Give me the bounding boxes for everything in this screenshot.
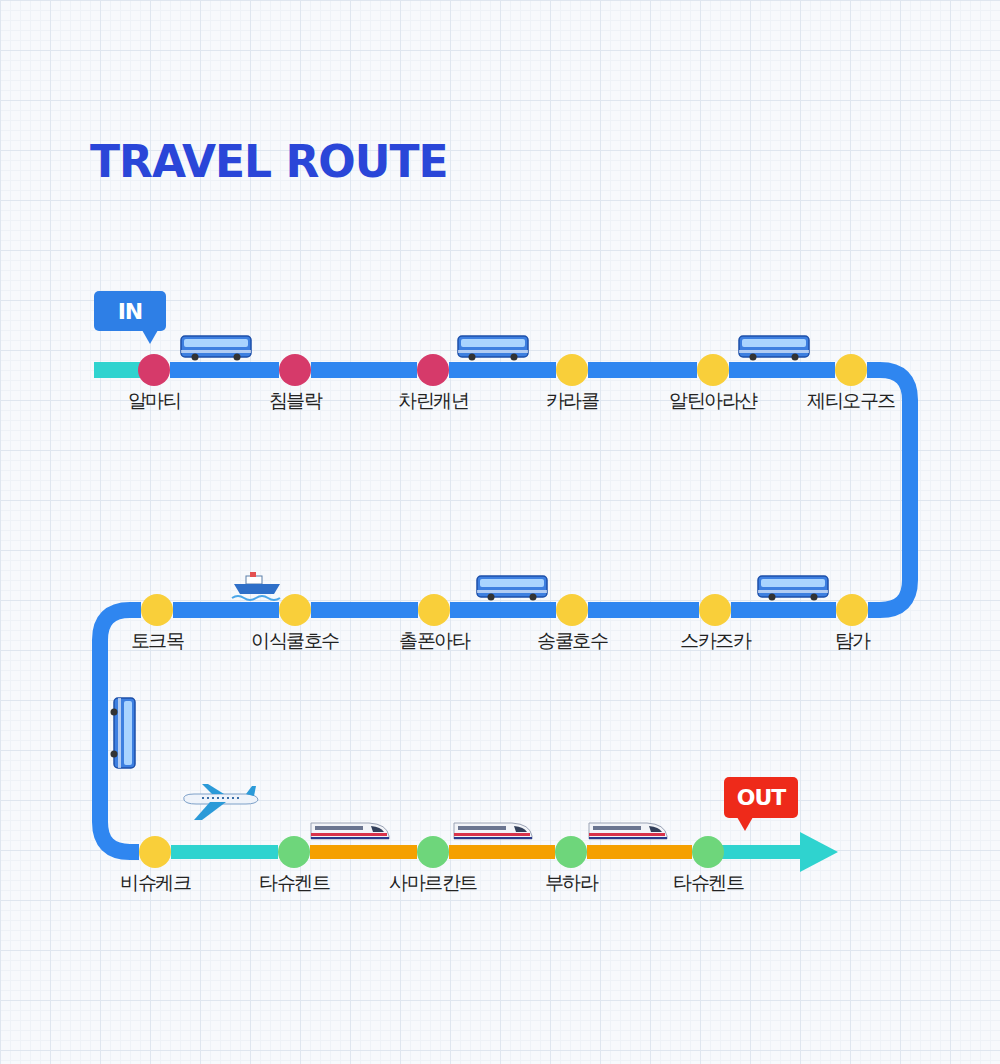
- station-name: 차린캐년: [398, 388, 468, 414]
- route-segment: [171, 845, 278, 859]
- diagram-title: TRAVEL ROUTE: [90, 136, 448, 187]
- badge-label: IN: [118, 299, 143, 324]
- station-name: 타슈켄트: [673, 870, 743, 896]
- station-name: 비슈케크: [120, 870, 190, 896]
- station-name: 알틴아라샨: [669, 388, 757, 414]
- station-name: 타슈켄트: [259, 870, 329, 896]
- station-name: 부하라: [545, 870, 598, 896]
- station-name: 탐가: [835, 628, 870, 654]
- badge-pointer: [94, 291, 95, 292]
- station-dot: 스카즈카: [699, 594, 731, 626]
- station-dot: 사마르칸트: [417, 836, 449, 868]
- station-name: 알마티: [128, 388, 181, 414]
- route-segment: [450, 602, 556, 618]
- station-dot: 촐폰아타: [418, 594, 450, 626]
- route-segment: [310, 845, 417, 859]
- station-dot: 송쿨호수: [556, 594, 588, 626]
- route-segment: [588, 602, 699, 618]
- station-name: 촐폰아타: [399, 628, 469, 654]
- route-segment: [588, 362, 697, 378]
- station-name: 제티오구즈: [807, 388, 895, 414]
- station-dot: 부하라: [555, 836, 587, 868]
- station-dot: 카라콜: [556, 354, 588, 386]
- route-segment: [729, 362, 835, 378]
- route-segment: [587, 845, 692, 859]
- station-dot: 알틴아라샨: [697, 354, 729, 386]
- callout-badge: OUT: [724, 777, 798, 818]
- station-dot: 침블락: [279, 354, 311, 386]
- station-dot: 이식쿨호수: [279, 594, 311, 626]
- station-name: 카라콜: [546, 388, 599, 414]
- station-name: 사마르칸트: [389, 870, 477, 896]
- badge-label: OUT: [737, 785, 786, 810]
- route-segment: [170, 362, 279, 378]
- station-dot: 알마티: [138, 354, 170, 386]
- route-segment: [311, 362, 417, 378]
- route-segment: [173, 602, 279, 618]
- badge-pointer: [724, 777, 725, 778]
- station-dot: 타슈켄트: [278, 836, 310, 868]
- route-segment: [449, 845, 555, 859]
- route-segment: [311, 602, 418, 618]
- station-name: 침블락: [269, 388, 322, 414]
- station-name: 토크목: [131, 628, 184, 654]
- route-segment: [731, 602, 836, 618]
- station-dot: 탐가: [836, 594, 868, 626]
- route-segment: [449, 362, 556, 378]
- station-dot: 타슈켄트: [692, 836, 724, 868]
- station-dot: 비슈케크: [139, 836, 171, 868]
- callout-badge: IN: [94, 291, 166, 331]
- station-dot: 차린캐년: [417, 354, 449, 386]
- station-dot: 제티오구즈: [835, 354, 867, 386]
- station-name: 스카즈카: [680, 628, 750, 654]
- station-name: 이식쿨호수: [251, 628, 339, 654]
- station-dot: 토크목: [141, 594, 173, 626]
- station-name: 송쿨호수: [537, 628, 607, 654]
